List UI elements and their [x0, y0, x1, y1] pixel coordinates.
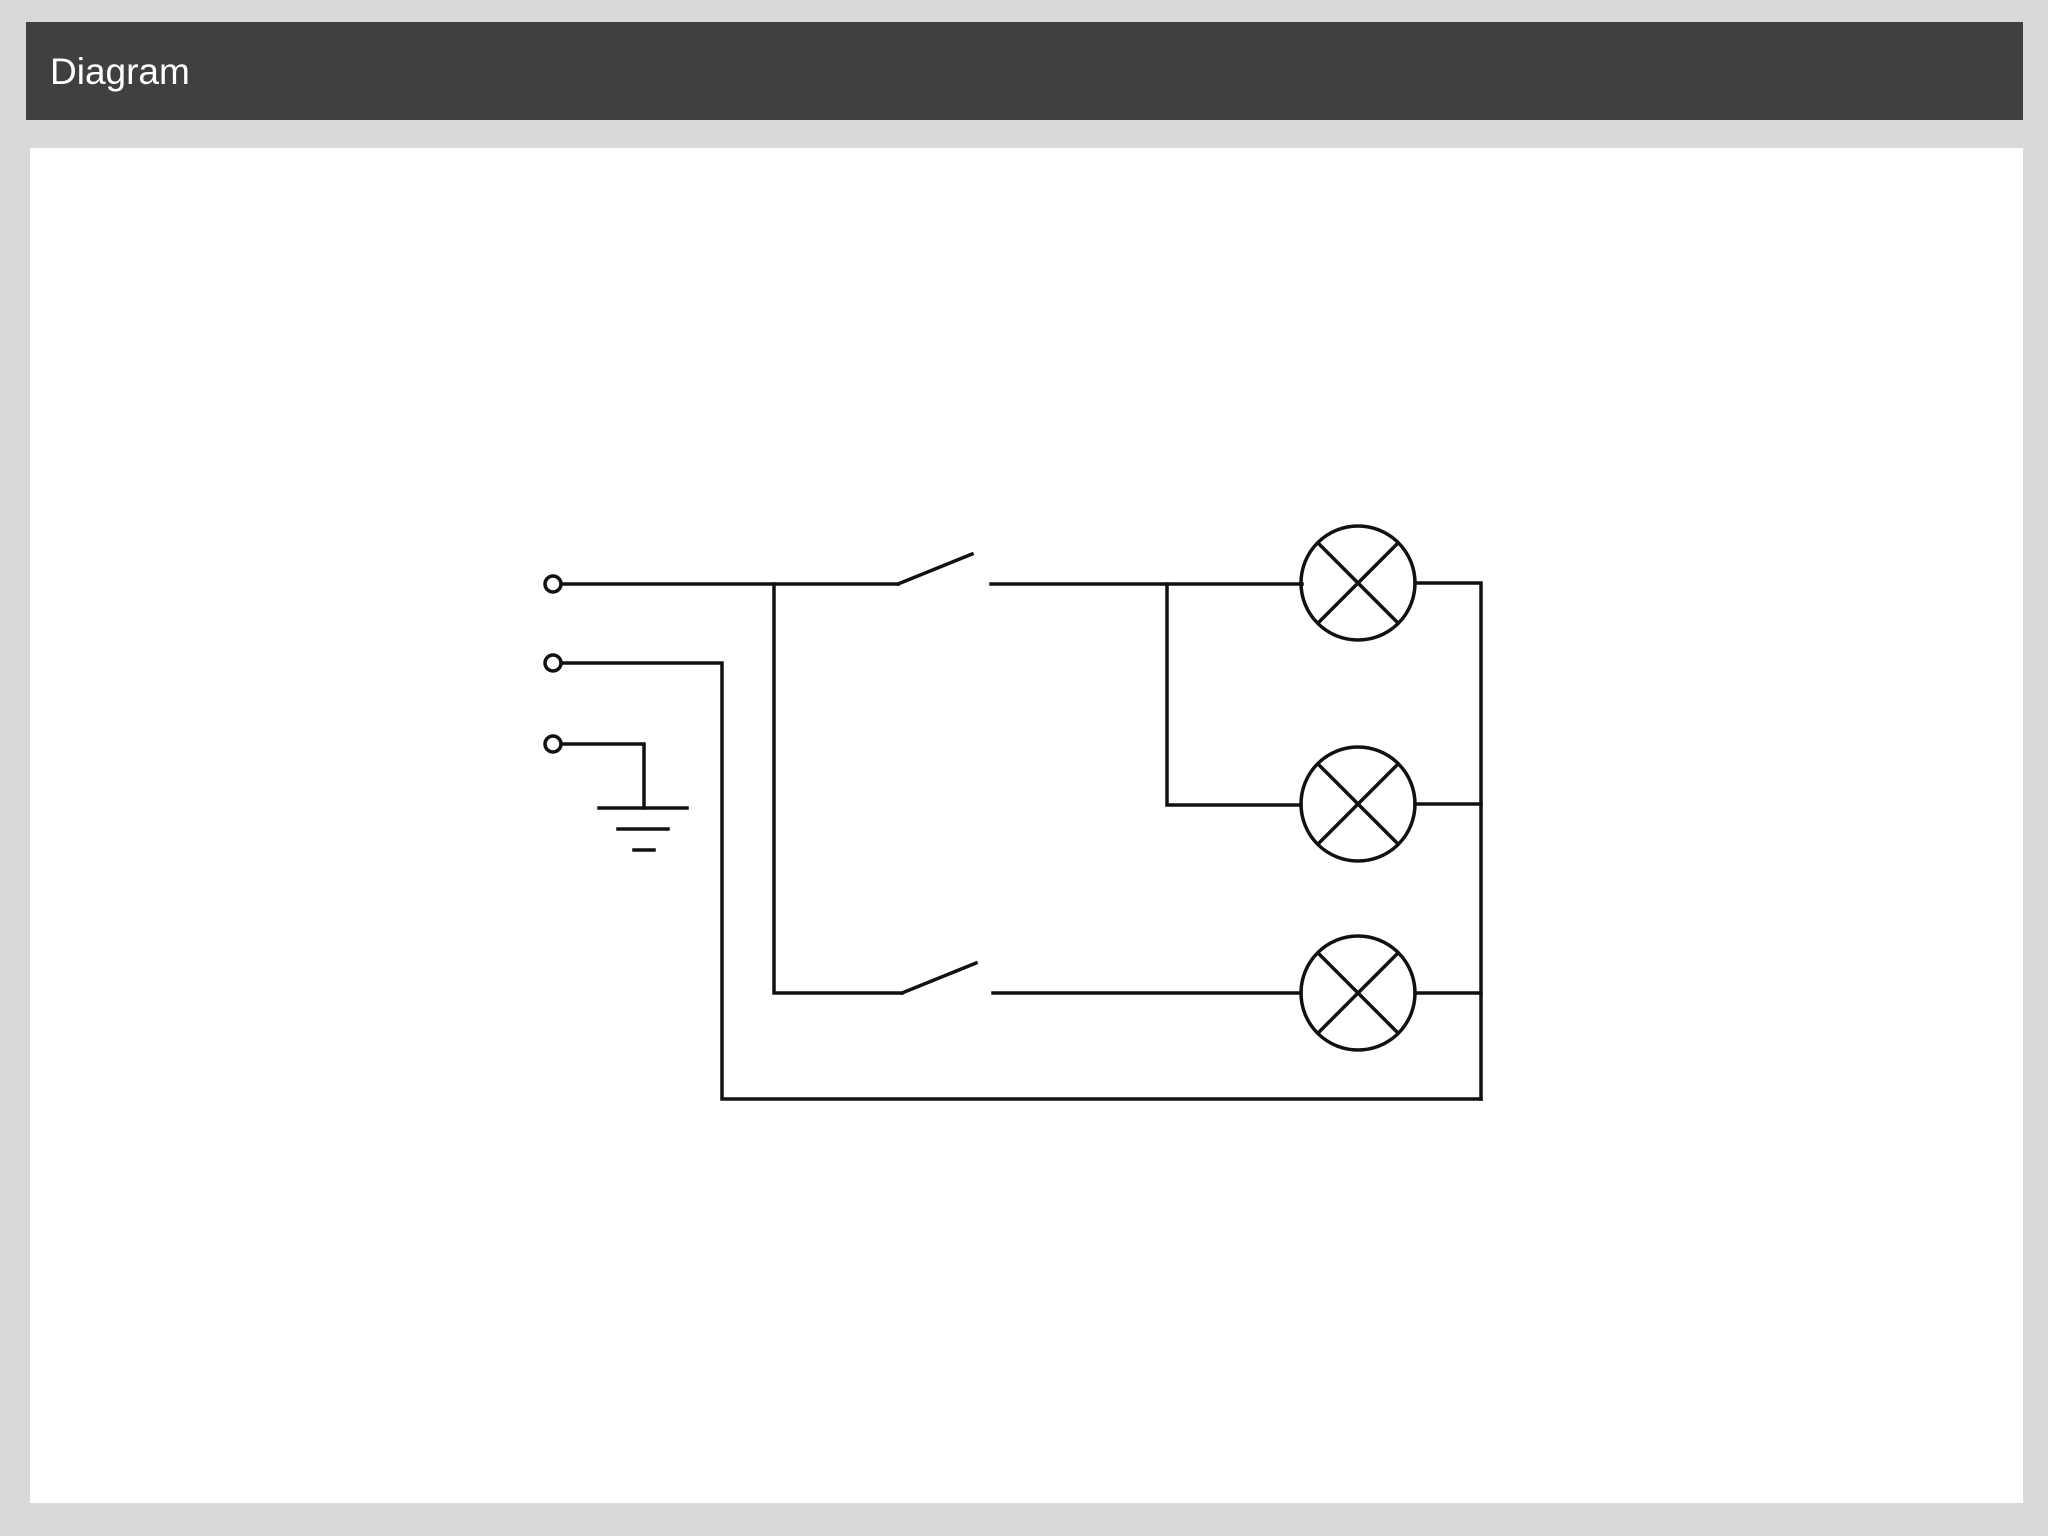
diagram-canvas	[30, 148, 2023, 1503]
lamp-2-icon	[1299, 745, 1417, 863]
ground-symbol	[597, 806, 689, 852]
page-title: Diagram	[50, 50, 190, 92]
wire-terminal-3-to-ground	[559, 742, 646, 810]
wire-lamp-1-to-return	[1413, 581, 1483, 1101]
lamp-3-icon	[1299, 934, 1417, 1052]
wire-return-to-terminal-2	[559, 661, 1483, 1101]
terminal-1	[543, 574, 563, 594]
terminal-3	[543, 734, 563, 754]
switch-2-symbol	[899, 960, 979, 996]
circuit-diagram	[543, 524, 1483, 1101]
lamp-1-icon	[1299, 524, 1417, 642]
wire-switch-1-branch-to-lamp-2	[1165, 582, 1303, 807]
switch-1-symbol	[895, 551, 975, 587]
title-bar: Diagram	[26, 22, 2023, 120]
terminal-2	[543, 653, 563, 673]
wire-junction-to-switch-2	[772, 582, 904, 995]
